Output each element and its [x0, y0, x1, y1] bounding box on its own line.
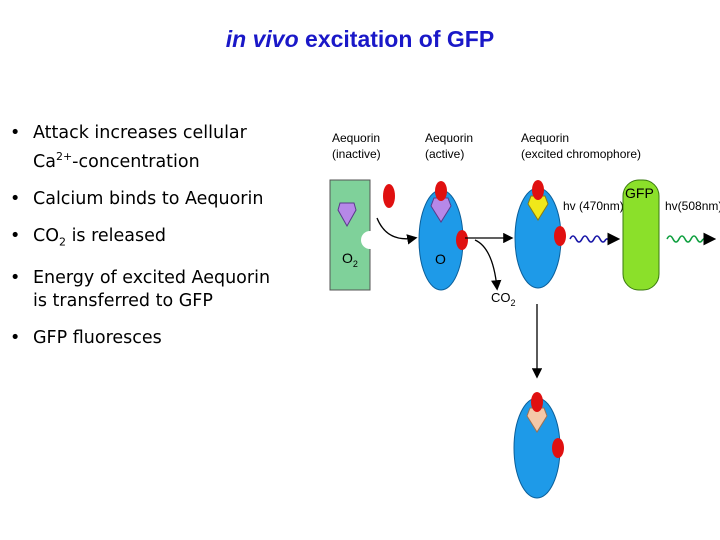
- bullet-dot: •: [10, 188, 21, 209]
- title-italic: in vivo: [225, 26, 299, 52]
- wave-blue: [569, 235, 607, 243]
- bullet-item: • Energy of excited Aequorin is transfer…: [8, 267, 328, 313]
- bullet-list: • Attack increases cellular Ca2+-concent…: [8, 122, 328, 364]
- spent-calcium-top: [531, 392, 543, 412]
- label-inactive-line1: Aequorin: [332, 131, 380, 145]
- inactive-notch: [361, 231, 379, 249]
- gfp-cylinder: [622, 179, 660, 291]
- o-active-label: O: [435, 251, 446, 267]
- active-chromophore-shape: [430, 197, 452, 223]
- bullet-item: • Calcium binds to Aequorin: [8, 188, 328, 211]
- bullet-text: Energy of excited Aequorin: [33, 268, 271, 289]
- bullet-text: CO: [33, 225, 59, 246]
- bullet-dot: •: [10, 225, 21, 246]
- arrow-co2-release: [474, 239, 502, 291]
- active-calcium-top: [435, 181, 447, 201]
- bullet-text-ca: Ca: [33, 151, 56, 172]
- title-rest: excitation of GFP: [305, 26, 495, 52]
- arrow-inactive-to-active: [376, 217, 418, 245]
- bullet-text-released: is released: [66, 225, 167, 246]
- bullet-text: Attack increases cellular: [33, 123, 247, 143]
- o2-box-label: O2: [342, 250, 358, 269]
- label-excited-line2: (excited chromophore): [521, 147, 641, 161]
- hv2-label: hv(508nm): [665, 199, 720, 213]
- bullet-text: GFP fluoresces: [33, 328, 162, 349]
- bullet-item: • GFP fluoresces: [8, 327, 328, 350]
- wave-green: [666, 235, 704, 243]
- active-calcium-side: [456, 230, 468, 250]
- bullet-superscript: 2+: [55, 150, 73, 163]
- co2-label: CO2: [491, 290, 516, 308]
- label-active-line1: Aequorin: [425, 131, 473, 145]
- label-inactive-line2: (inactive): [332, 147, 381, 161]
- calcium-ion: [383, 184, 395, 208]
- bullet-item: • Attack increases cellular Ca2+-concent…: [8, 122, 328, 174]
- aequorin-gfp-diagram: Aequorin (inactive) Aequorin (active) Ae…: [329, 131, 720, 499]
- excited-calcium-side: [554, 226, 566, 246]
- hv1-label: hv (470nm): [563, 199, 624, 213]
- page-title: in vivo excitation of GFP: [0, 26, 720, 53]
- label-active-line2: (active): [425, 147, 464, 161]
- gfp-label: GFP: [625, 185, 654, 201]
- spent-calcium-side: [552, 438, 564, 458]
- bullet-dot: •: [10, 328, 21, 349]
- inactive-chromophore-shape: [337, 202, 357, 228]
- excited-calcium-top: [532, 180, 544, 200]
- bullet-text-concentration: -concentration: [72, 151, 200, 172]
- bullet-item: • CO2 is released: [8, 225, 328, 254]
- bullet-text: Calcium binds to Aequorin: [33, 188, 264, 209]
- label-excited-line1: Aequorin: [521, 131, 569, 145]
- bullet-subscript: 2: [59, 235, 66, 249]
- bullet-dot: •: [10, 268, 21, 289]
- bullet-text-line2: is transferred to GFP: [33, 291, 213, 312]
- bullet-dot: •: [10, 123, 21, 143]
